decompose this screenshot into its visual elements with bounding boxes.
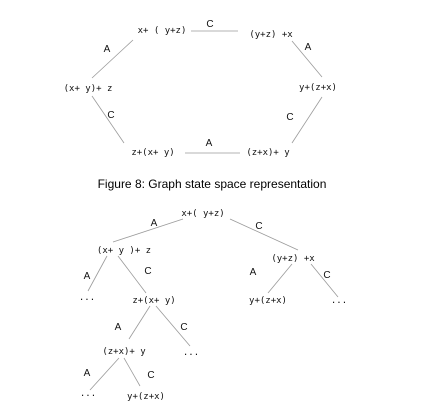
edge-label-bottom: A <box>206 138 213 149</box>
tree-node-y-plus-zx-bottom: y+(z+x) <box>127 392 165 402</box>
edge-l1-left <box>87 255 108 292</box>
edge-label-top: C <box>206 19 213 30</box>
tree-node-y-plus-zx-right: y+(z+x) <box>249 296 287 306</box>
edge-root-right <box>229 218 299 251</box>
figure-caption: Figure 8: Graph state space representati… <box>98 177 327 191</box>
edge-l2-right <box>155 305 191 347</box>
ellipsis-r1-right: ... <box>331 296 347 306</box>
edge-label-root-left: A <box>151 218 158 229</box>
edge-label-upper-left: A <box>104 44 111 55</box>
edge-upper-left <box>91 39 134 79</box>
edge-label-root-right: C <box>255 221 262 232</box>
node-z-plus-xy: z+(x+ y) <box>131 148 174 158</box>
node-xy-plus-z: (x+ y)+ z <box>64 84 113 94</box>
edge-label-r1-left: A <box>250 267 257 278</box>
node-zx-plus-y: (z+x)+ y <box>246 148 290 158</box>
node-yz-plus-x: (y+z) +x <box>249 30 293 40</box>
edge-label-upper-right: A <box>305 42 312 53</box>
edge-l2-left <box>128 305 151 340</box>
tree-node-root: x+( y+z) <box>181 209 224 219</box>
node-x-plus-yz: x+ ( y+z) <box>138 26 187 36</box>
edge-label-lower-left: C <box>107 110 114 121</box>
tree-node-yz-plus-x: (y+z) +x <box>271 254 315 264</box>
edge-root-left <box>112 218 184 243</box>
ellipsis-l2-right: ... <box>183 348 199 358</box>
edge-label-l2-left: A <box>115 322 122 333</box>
node-y-plus-zx: y+(z+x) <box>299 83 337 93</box>
edge-lower-right <box>291 96 323 144</box>
edge-label-l3-left: A <box>84 368 91 379</box>
ellipsis-l1-left: ... <box>79 293 95 303</box>
edge-label-l3-right: C <box>147 370 154 381</box>
edge-label-l2-right: C <box>180 322 187 333</box>
edge-r1-right <box>310 263 339 298</box>
edge-label-lower-right: C <box>286 112 293 123</box>
ellipsis-l3-left: ... <box>80 389 96 399</box>
edge-upper-right <box>291 40 323 78</box>
edge-l3-left <box>89 357 120 391</box>
tree-node-xy-plus-z: (x+ y )+ z <box>97 246 151 256</box>
graph-cycle: C A C A C A x+ ( y+z) (y+z) +x y+(z+x) (… <box>64 19 337 158</box>
tree-node-zx-plus-y: (z+x)+ y <box>102 347 146 357</box>
edge-lower-left <box>91 95 125 144</box>
edge-l3-right <box>123 357 141 387</box>
edge-l1-right <box>117 255 147 294</box>
edge-r1-left <box>267 263 293 294</box>
graph-tree: A C A C A C A C A C x+( y+z) (x+ y )+ z … <box>79 209 347 402</box>
edge-label-l1-left: A <box>84 271 91 282</box>
tree-node-z-plus-xy: z+(x+ y) <box>132 296 175 306</box>
edge-label-r1-right: C <box>323 270 330 281</box>
edge-label-l1-right: C <box>144 266 151 277</box>
